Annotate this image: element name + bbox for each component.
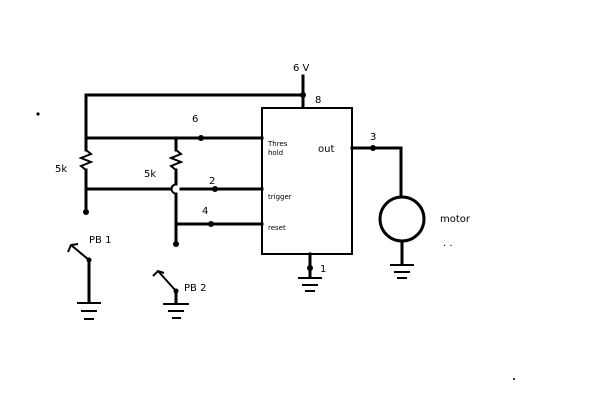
ground-icon [390,264,414,279]
push-button-2 [152,269,179,305]
output-wire [350,145,403,198]
trigger-wire [84,186,264,192]
pb2-label: PB 2 [184,283,206,294]
push-button-1 [67,243,92,304]
motor-icon [378,195,426,243]
pin1-label: 1 [320,264,326,275]
supply-wire [84,74,306,110]
middle-resistor [168,136,184,247]
trigger-label: trigger [268,193,292,201]
supply-label: 6 V [293,63,310,74]
pin6-label: 6 [192,114,198,125]
ground-icon [77,302,101,320]
motor-dots: . . [443,238,453,249]
threshold-label-1: Thres [267,140,288,148]
stray-dot [513,378,515,380]
timer-ic [261,107,353,255]
pb1-label: PB 1 [89,235,111,246]
stray-dot [36,112,40,116]
ic-ground-wire [307,252,313,279]
ground-icon [163,303,189,319]
pin2-label: 2 [209,176,215,187]
out-label: out [318,144,334,155]
pin4-label: 4 [202,206,208,217]
reset-wire [174,221,264,227]
resistor-mid-label: 5k [144,169,156,180]
threshold-label-2: hold [268,149,283,157]
resistor-left-label: 5k [55,164,67,175]
motor-label: motor [440,214,471,225]
threshold-wire [84,135,264,141]
pin3-label: 3 [370,132,376,143]
left-vertical-wire [78,93,94,215]
ground-icon [298,277,322,292]
pin8-label: 8 [315,95,321,106]
reset-label: reset [268,224,286,232]
